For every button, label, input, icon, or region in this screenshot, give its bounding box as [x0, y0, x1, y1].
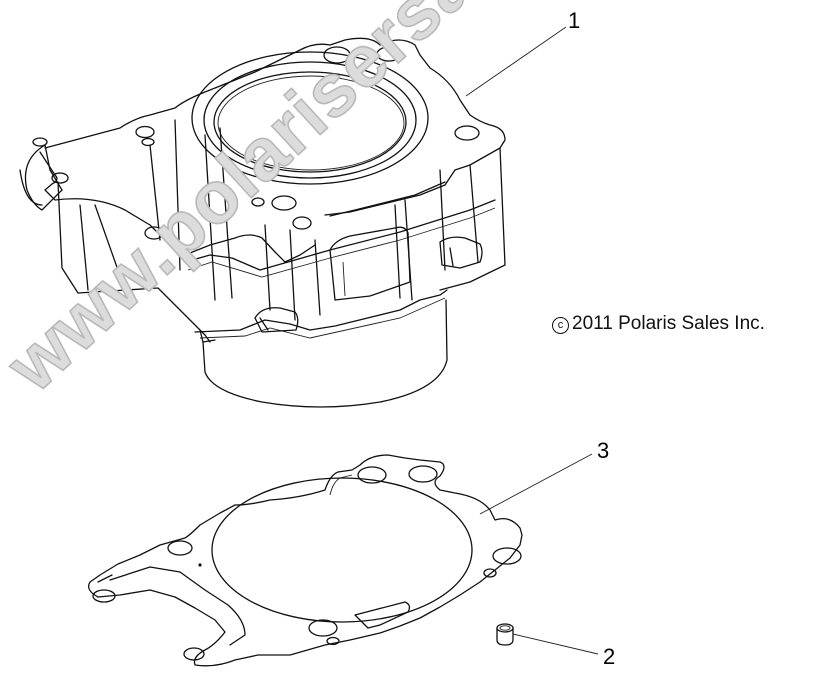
callout-1: 1	[568, 8, 581, 33]
gasket-part-3	[87, 454, 523, 667]
copyright-symbol-icon: c	[552, 317, 569, 334]
leader-line-2	[512, 633, 599, 655]
callout-2: 2	[603, 644, 616, 669]
copyright-text: 2011 Polaris Sales Inc.	[572, 313, 765, 334]
callout-3: 3	[597, 438, 610, 463]
dowel-part-2	[496, 623, 514, 646]
leader-line-1	[465, 26, 567, 97]
leader-line-3	[479, 453, 593, 515]
cylinder-part-1	[19, 37, 506, 408]
